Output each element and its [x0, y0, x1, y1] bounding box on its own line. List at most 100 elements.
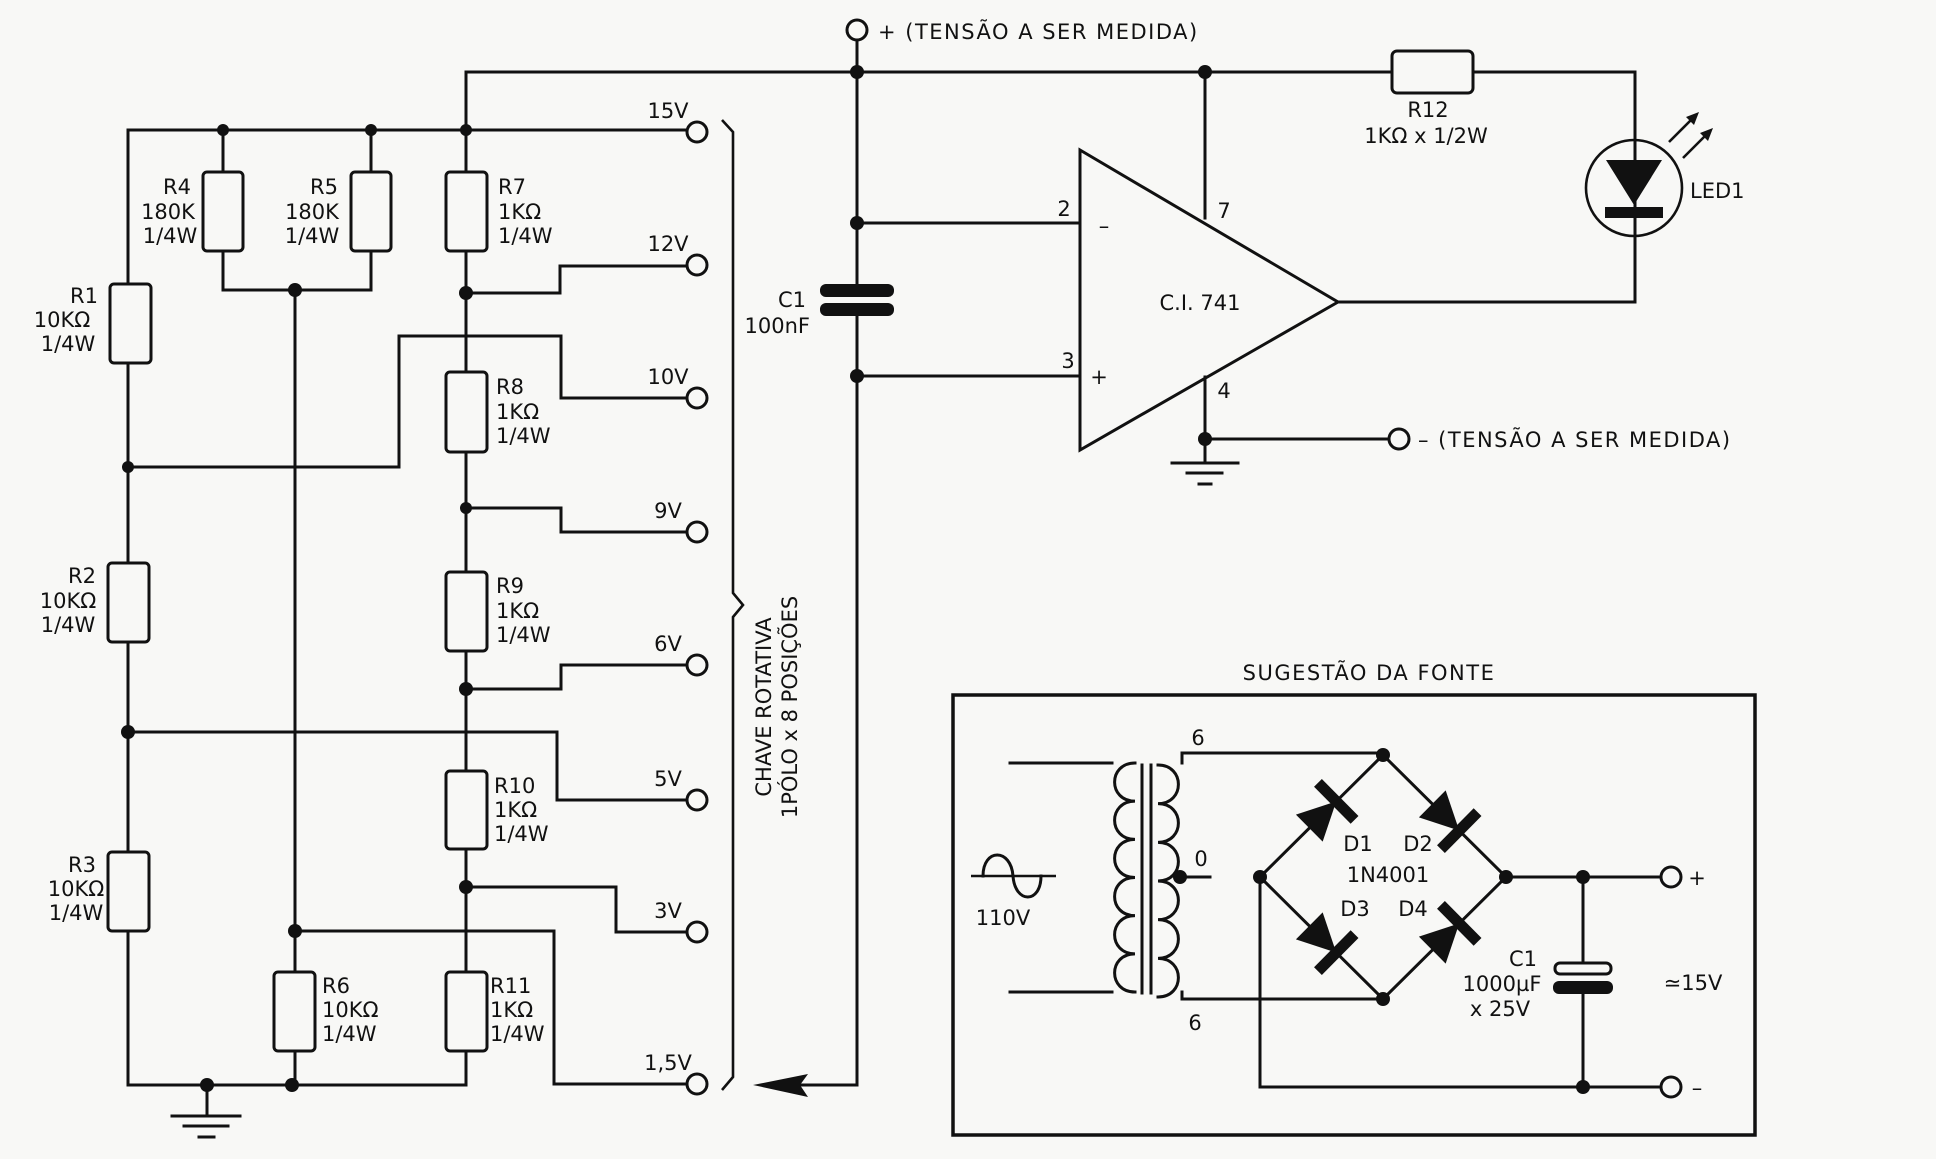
- diode-d2-icon: [1418, 790, 1482, 853]
- junction-dot: [459, 286, 473, 300]
- switch-position-6V[interactable]: 6V: [654, 632, 709, 677]
- r7-power: 1/4W: [498, 224, 553, 248]
- switch-contact-terminal[interactable]: [685, 253, 709, 277]
- pin-4-label: 4: [1217, 379, 1230, 403]
- junction-dot: [1576, 1080, 1590, 1094]
- junction-dot: [1173, 870, 1187, 884]
- r2-power: 1/4W: [41, 613, 96, 637]
- switch-contact-terminal[interactable]: [685, 1072, 709, 1096]
- switch-position-9V[interactable]: 9V: [654, 499, 709, 544]
- switch-contact-terminal[interactable]: [685, 653, 709, 677]
- switch-position-label: 15V: [647, 99, 689, 123]
- switch-position-label: 12V: [647, 232, 689, 256]
- switch-position-15V[interactable]: 15V: [647, 99, 709, 144]
- tap-9v-wire: [464, 506, 689, 534]
- switch-position-1-5V[interactable]: 1,5V: [644, 1051, 709, 1096]
- resistor-r6: [272, 970, 317, 1053]
- r10-power: 1/4W: [494, 822, 549, 846]
- junction-dot: [1198, 65, 1212, 79]
- filter-cap-id: C1: [1509, 947, 1537, 971]
- secondary-bottom-wire: [1180, 990, 1385, 1001]
- input-minus-terminal[interactable]: [1387, 427, 1411, 451]
- r3-power: 1/4W: [49, 901, 104, 925]
- switch-position-label: 3V: [654, 899, 682, 923]
- r10-id: R10: [494, 774, 535, 798]
- ac-source-icon: [971, 853, 1056, 899]
- junction-dot: [288, 924, 302, 938]
- label-r5: R5 180K 1/4W: [285, 175, 340, 248]
- r11-value: 1KΩ: [490, 998, 533, 1022]
- supply-minus-terminal[interactable]: [1659, 1075, 1683, 1099]
- switch-label-line1: CHAVE ROTATIVA: [752, 617, 776, 797]
- junction-dot: [850, 65, 864, 79]
- r6-id: R6: [322, 974, 350, 998]
- switch-position-12V[interactable]: 12V: [647, 232, 709, 277]
- d2-label: D2: [1403, 832, 1433, 856]
- opamp-label: C.I. 741: [1160, 291, 1241, 315]
- input-section: + (TENSÃO A SER MEDIDA) C1 100nF: [745, 18, 1197, 383]
- r12-value: 1KΩ x 1/2W: [1364, 124, 1488, 148]
- switch-contact-terminal[interactable]: [685, 788, 709, 812]
- d3-label: D3: [1340, 897, 1370, 921]
- junction-dot: [1576, 870, 1590, 884]
- input-plus-terminal[interactable]: [845, 18, 869, 42]
- power-supply-suggestion: SUGESTÃO DA FONTE 110V 6 0 6: [951, 659, 1757, 1137]
- r12-id: R12: [1407, 98, 1448, 122]
- d4-label: D4: [1398, 897, 1428, 921]
- r8-value: 1KΩ: [496, 400, 539, 424]
- label-r7: R7 1KΩ 1/4W: [498, 175, 553, 248]
- switch-position-5V[interactable]: 5V: [654, 767, 709, 812]
- secondary-bottom-label: 6: [1188, 1011, 1201, 1035]
- opamp-triangle: [1078, 147, 1341, 453]
- ground-symbol-icon: [170, 1083, 242, 1139]
- supply-minus-label: –: [1692, 1076, 1703, 1100]
- switch-position-3V[interactable]: 3V: [654, 899, 709, 944]
- switch-position-label: 5V: [654, 767, 682, 791]
- c1-id: C1: [778, 288, 806, 312]
- junction-dot: [1376, 748, 1390, 762]
- junction-dot: [459, 880, 473, 894]
- switch-contact-terminal[interactable]: [685, 920, 709, 944]
- switch-contact-terminal[interactable]: [685, 386, 709, 410]
- switch-position-label: 1,5V: [644, 1051, 692, 1075]
- r5-id: R5: [310, 175, 338, 199]
- supply-plus-label: +: [1688, 866, 1706, 890]
- junction-dot: [285, 1078, 299, 1092]
- switch-wiper-arrow-icon: [753, 1074, 808, 1097]
- pin-2-label: 2: [1057, 197, 1070, 221]
- r1-id: R1: [70, 284, 98, 308]
- resistor-r5: [349, 170, 393, 253]
- negative-output-wire: [1258, 875, 1663, 1089]
- switch-position-10V[interactable]: 10V: [647, 365, 709, 410]
- r7-value: 1KΩ: [498, 200, 541, 224]
- junction-dot: [460, 502, 472, 514]
- noninverting-sign: +: [1090, 365, 1108, 389]
- ground-symbol-icon: [1170, 461, 1240, 486]
- r9-value: 1KΩ: [496, 599, 539, 623]
- opamp-741: C.I. 741 2 3 – + 7 4 – (TENSÃO A SER MED…: [1057, 65, 1730, 486]
- tap-6v-wire: [464, 663, 689, 691]
- tap-5v-wire: [126, 730, 689, 802]
- r8-id: R8: [496, 375, 524, 399]
- switch-contact-terminal[interactable]: [685, 120, 709, 144]
- tap-12v-wire: [464, 264, 689, 295]
- diode-d3-icon: [1295, 912, 1359, 975]
- r7-id: R7: [498, 175, 526, 199]
- resistor-r11: [444, 970, 489, 1053]
- r11-power: 1/4W: [490, 1022, 545, 1046]
- r11-id: R11: [490, 974, 531, 998]
- switch-contact-terminal[interactable]: [685, 520, 709, 544]
- switch-position-label: 6V: [654, 632, 682, 656]
- resistor-r9: [444, 570, 489, 653]
- led1-label: LED1: [1690, 179, 1745, 203]
- r3-value: 10KΩ: [48, 877, 105, 901]
- supply-plus-terminal[interactable]: [1659, 865, 1683, 889]
- filter-capacitor-plate-positive: [1553, 961, 1613, 976]
- r2-id: R2: [68, 564, 96, 588]
- r1-power: 1/4W: [41, 332, 96, 356]
- divider-network: R1 10KΩ 1/4W R2 10KΩ 1/4W R3 10KΩ 1/4W R…: [34, 70, 1637, 1139]
- label-r1: R1 10KΩ 1/4W: [34, 284, 98, 356]
- power-supply-frame: [951, 693, 1757, 1137]
